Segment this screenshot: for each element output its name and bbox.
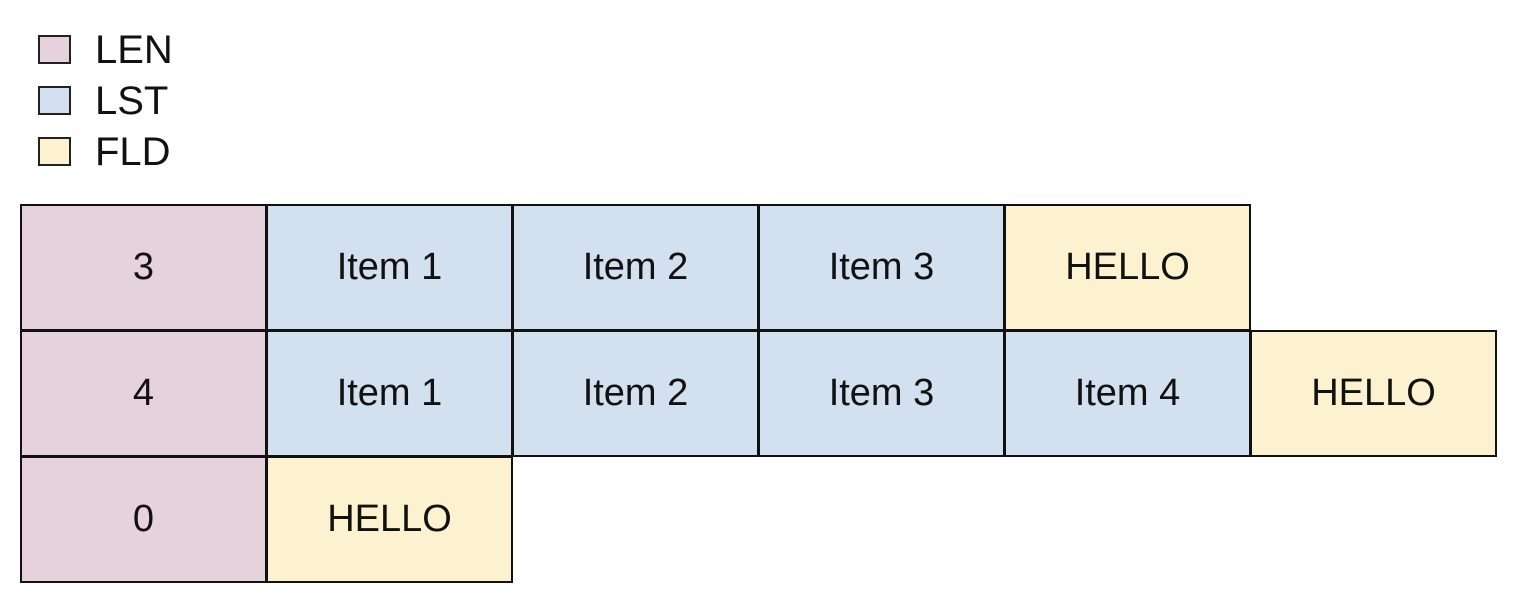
legend-label-len: LEN — [95, 27, 173, 72]
cell-lst-item: Item 3 — [758, 204, 1005, 331]
legend-label-lst: LST — [95, 78, 169, 123]
cell-lst-item: Item 2 — [512, 330, 759, 457]
cell-len: 0 — [20, 456, 267, 583]
grid-row-2: 4 Item 1 Item 2 Item 3 Item 4 HELLO — [20, 330, 1497, 457]
legend-item-len: LEN — [38, 24, 173, 75]
cell-fld: HELLO — [266, 456, 513, 583]
cell-fld: HELLO — [1004, 204, 1251, 331]
cell-fld: HELLO — [1250, 330, 1497, 457]
cell-lst-item: Item 3 — [758, 330, 1005, 457]
legend-swatch-lst — [38, 86, 71, 115]
grid-row-1: 3 Item 1 Item 2 Item 3 HELLO — [20, 204, 1496, 331]
cell-lst-item: Item 2 — [512, 204, 759, 331]
legend-swatch-fld — [38, 137, 71, 166]
encoding-grid: 3 Item 1 Item 2 Item 3 HELLO 4 Item 1 It… — [20, 204, 1497, 583]
grid-row-3: 0 HELLO — [20, 456, 1496, 583]
legend-item-fld: FLD — [38, 126, 173, 177]
legend: LEN LST FLD — [38, 24, 173, 177]
cell-len: 3 — [20, 204, 267, 331]
cell-lst-item: Item 4 — [1004, 330, 1251, 457]
legend-swatch-len — [38, 35, 71, 64]
cell-lst-item: Item 1 — [266, 204, 513, 331]
legend-item-lst: LST — [38, 75, 173, 126]
cell-len: 4 — [20, 330, 267, 457]
cell-lst-item: Item 1 — [266, 330, 513, 457]
legend-label-fld: FLD — [95, 129, 171, 174]
